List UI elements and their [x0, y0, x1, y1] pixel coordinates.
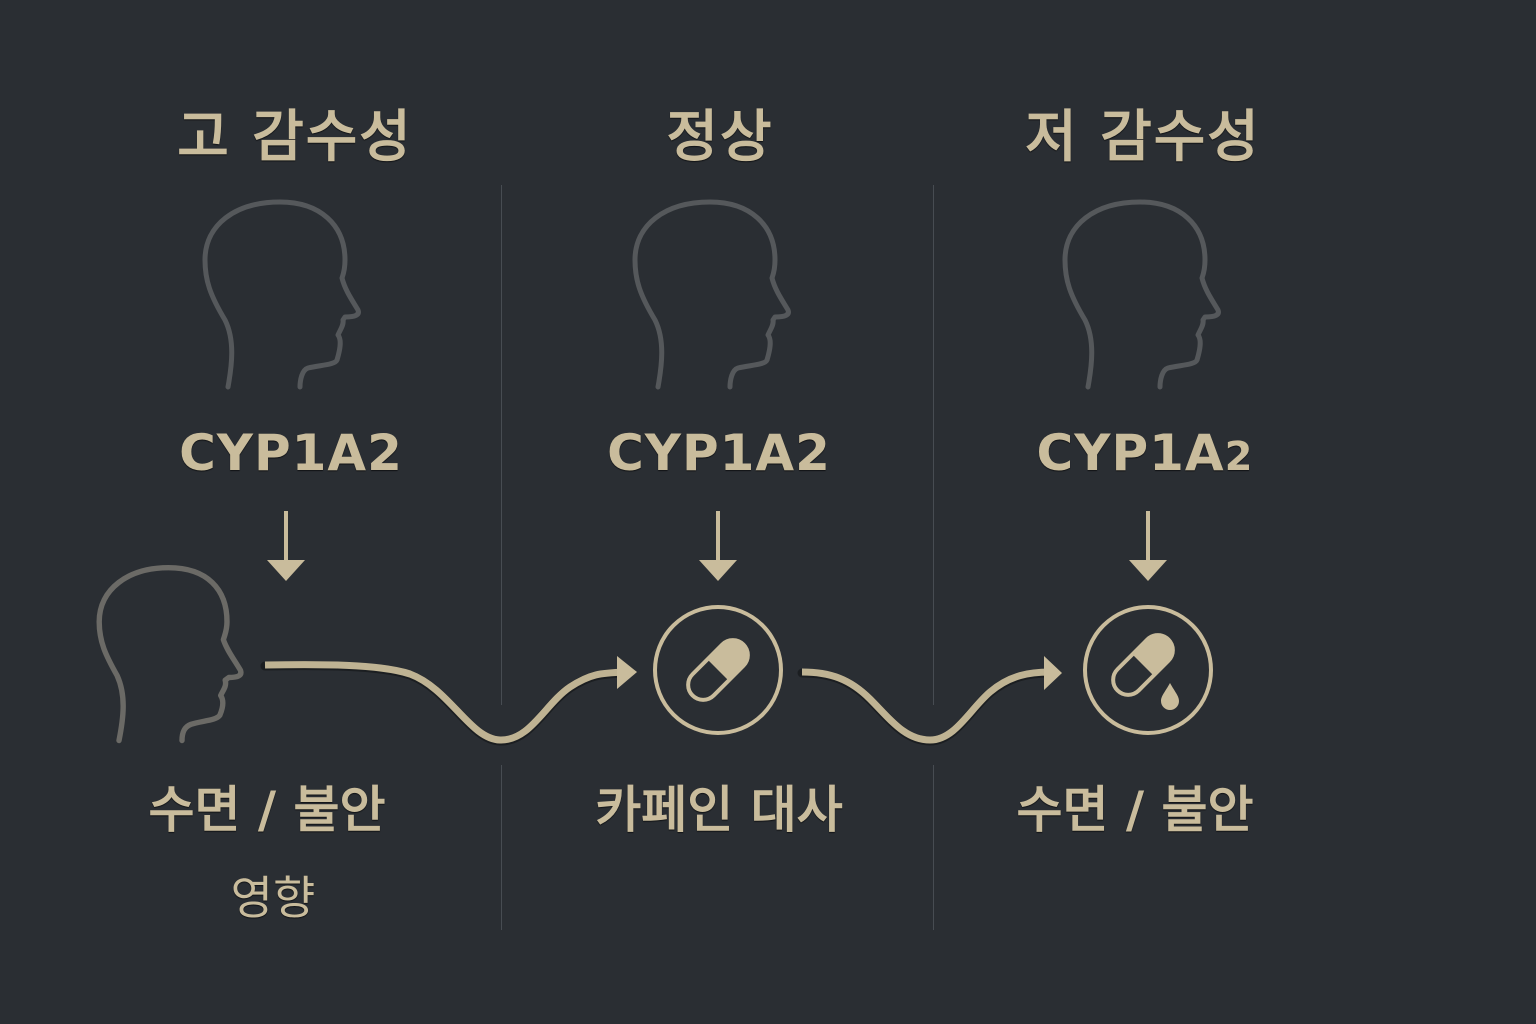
column-title-normal: 정상 [666, 105, 774, 170]
down-arrow-icon [699, 511, 737, 581]
capsule-pill-icon [653, 605, 783, 735]
column-title-low-sensitivity: 저 감수성 [1025, 105, 1261, 170]
gene-name: CYP1A [179, 424, 368, 482]
gene-label-cyp1a2: CYP1A2 [504, 424, 934, 482]
effect-label-caffeine-metabolism: 카페인 대사 [595, 781, 843, 839]
wave-arrow-icon [797, 656, 1062, 746]
gene-label-cyp1a2: CYP1A2 [76, 424, 506, 482]
gene-label-cyp1a2: CYP1A2 [930, 424, 1360, 482]
column-divider-2-lower [933, 765, 934, 930]
gene-suffix: 2 [1224, 434, 1254, 480]
capsule-pill-drop-icon [1083, 605, 1213, 735]
gene-suffix: 2 [795, 424, 831, 482]
head-profile-icon [1062, 199, 1221, 390]
head-profile-icon [632, 199, 791, 390]
effect-label-sleep-anxiety: 수면 / 불안 [1016, 781, 1254, 839]
gene-suffix: 2 [367, 424, 403, 482]
column-title-high-sensitivity: 고 감수성 [177, 105, 413, 170]
column-divider-2-upper [933, 185, 934, 705]
column-divider-1-upper [501, 185, 502, 705]
effect-label-sleep-anxiety: 수면 / 불안 [148, 781, 386, 839]
wave-arrow-icon [260, 656, 637, 746]
gene-name: CYP1A [1036, 424, 1225, 482]
gene-name: CYP1A [607, 424, 796, 482]
column-divider-1-lower [501, 765, 502, 930]
head-profile-icon [202, 199, 361, 390]
down-arrow-icon [1129, 511, 1167, 581]
head-profile-icon [96, 565, 244, 744]
down-arrow-icon [267, 511, 305, 581]
effect-label-impact: 영향 [230, 871, 316, 925]
